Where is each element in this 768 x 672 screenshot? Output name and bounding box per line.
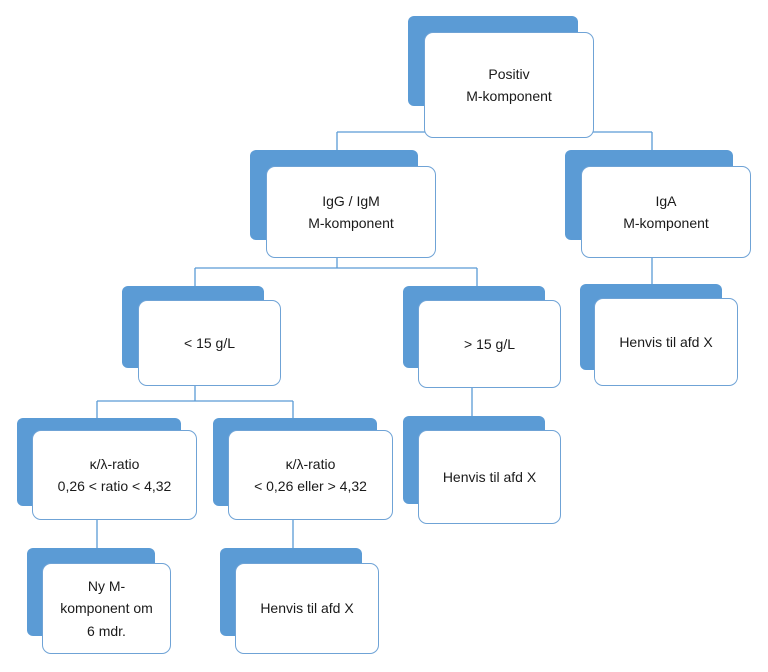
node-text: Ny M- [87,577,126,594]
node-text: < 0,26 eller > 4,32 [254,478,367,494]
node-text: > 15 g/L [464,335,515,352]
node-text: 0,26 < ratio < 4,32 [57,478,172,494]
node-text: < 15 g/L [184,334,235,351]
node-text: IgG / IgM [322,192,380,209]
node-text: M-komponent [466,88,552,104]
node-text: M-komponent [308,215,394,231]
connector-igg-children [194,258,478,286]
node-text: κ/λ-ratio [89,455,140,472]
node-text: κ/λ-ratio [285,455,336,472]
node-text: 6 mdr. [87,622,126,639]
connector-lt15-children [96,386,294,418]
node-text: Positiv [488,65,530,82]
node-text: Henvis til afd X [442,468,537,485]
node-text: M-komponent [623,215,709,231]
node-text: Henvis til afd X [260,600,354,617]
node-text: komponent om [60,600,153,617]
node-text: IgA [655,192,677,209]
node-text: Henvis til afd X [619,333,713,350]
